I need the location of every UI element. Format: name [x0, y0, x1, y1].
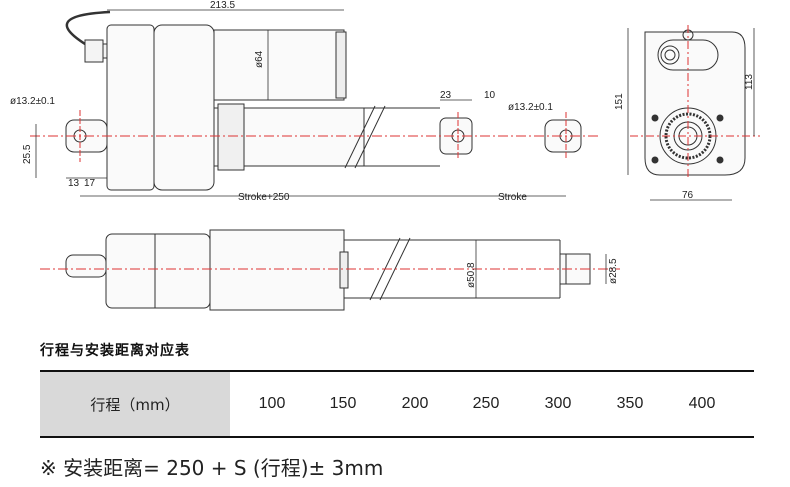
- dim-rod-dia: ø28.5: [608, 258, 619, 284]
- table-cell: 250: [472, 395, 500, 412]
- dim-offset-a: 13: [68, 178, 80, 189]
- table-cell: 350: [616, 395, 644, 412]
- dim-side-width: 76: [682, 190, 694, 201]
- table-cell: 400: [688, 395, 716, 412]
- bottom-tube: [209, 229, 345, 311]
- dim-side-total: 151: [614, 93, 625, 110]
- dim-side-upper: 113: [744, 74, 755, 90]
- dim-stroke: Stroke: [498, 192, 527, 203]
- dim-height-left: 25.5: [22, 144, 33, 164]
- dim-stroke-plus: Stroke+250: [238, 192, 290, 203]
- rod-end-detail: [544, 119, 582, 153]
- motor-housing: [106, 24, 155, 191]
- dim-offset-b: 17: [84, 178, 96, 189]
- motor-can: [213, 29, 345, 101]
- dim-hole-right: ø13.2±0.1: [508, 102, 553, 113]
- section-title: 行程与安装距离对应表: [40, 343, 190, 359]
- technical-drawing: 213.5 ø64 ø13.2±0.1 ø13.2±0.1 23 10 25.5…: [10, 0, 760, 311]
- bottom-view: [40, 229, 620, 311]
- dim-tube-dia: ø50.8: [466, 262, 477, 288]
- table-cell: 150: [329, 395, 357, 412]
- dim-body-dia: ø64: [254, 50, 265, 68]
- install-distance-note: ※ 安装距离= 250 + S (行程)± 3mm: [40, 456, 384, 480]
- bottom-motor: [105, 233, 211, 309]
- dim-rod-end-a: 23: [440, 90, 452, 101]
- dim-hole-left: ø13.2±0.1: [10, 96, 55, 107]
- table-cell: 200: [401, 395, 429, 412]
- table-header: 行程（mm）: [40, 372, 230, 436]
- stroke-table: 行程（mm） 100 150 200 250 300 350 400: [40, 370, 754, 438]
- side-body: [644, 31, 746, 176]
- top-view: [30, 9, 600, 197]
- table-cell: 100: [258, 395, 286, 412]
- dim-rod-end-b: 10: [484, 90, 496, 101]
- gearbox: [153, 24, 215, 191]
- side-view: [627, 25, 760, 201]
- bottom-clevis: [65, 254, 107, 278]
- dim-overall-length: 213.5: [210, 0, 235, 11]
- side-gland: [660, 45, 680, 65]
- cable-gland: [84, 39, 104, 63]
- table-cell: 300: [544, 395, 572, 412]
